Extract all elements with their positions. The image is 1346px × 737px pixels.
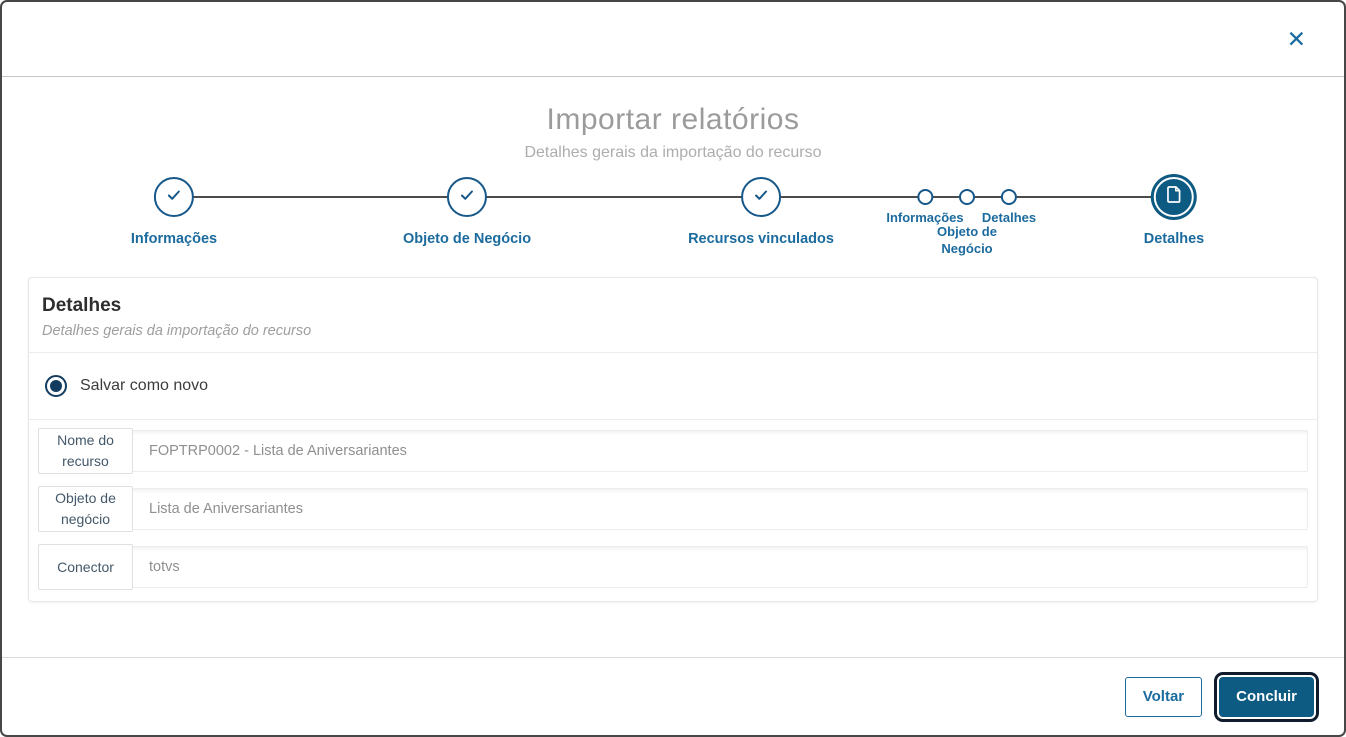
step-pending-circle xyxy=(917,189,933,205)
close-icon[interactable]: ✕ xyxy=(1286,25,1306,52)
step-sub-detalhes[interactable]: Detalhes xyxy=(982,189,1036,225)
step-pending-circle xyxy=(959,189,975,205)
panel-subtitle: Detalhes gerais da importação do recurso xyxy=(42,323,312,339)
step-label: Detalhes xyxy=(981,210,1037,225)
field-label: Objeto de negócio xyxy=(38,486,133,532)
step-active-circle xyxy=(1150,174,1197,220)
step-label: Detalhes xyxy=(1143,231,1205,247)
step-completed-circle xyxy=(153,177,194,217)
nome-do-recurso-input[interactable]: FOPTRP0002 - Lista de Aniversariantes xyxy=(38,430,1308,472)
dialog-footer: Voltar Concluir xyxy=(2,657,1344,735)
objeto-de-negocio-input[interactable]: Lista de Aniversariantes xyxy=(38,488,1308,530)
step-label: Objeto de Negócio xyxy=(402,231,532,247)
step-label: Informações xyxy=(886,210,964,225)
step-completed-circle xyxy=(740,177,781,217)
radio-selected-dot xyxy=(50,380,62,392)
voltar-button[interactable]: Voltar xyxy=(1124,676,1203,717)
conector-input[interactable]: totvs xyxy=(38,546,1308,588)
step-recursos-vinculados[interactable]: Recursos vinculados xyxy=(688,177,834,247)
field-label: Nome do recurso xyxy=(38,428,133,474)
field-row-nome-do-recurso: Nome do recurso FOPTRP0002 - Lista de An… xyxy=(38,428,1308,474)
step-pending-circle xyxy=(1000,189,1017,205)
dialog-body: Importar relatórios Detalhes gerais da i… xyxy=(2,77,1344,657)
save-mode-section: Salvar como novo xyxy=(29,353,1317,420)
stepper-connector-line xyxy=(174,196,1174,198)
wizard-stepper: Informações Objeto de Negócio Recursos v… xyxy=(2,173,1344,277)
step-completed-circle xyxy=(447,177,487,217)
step-sub-objeto-de-negocio[interactable]: Objeto de Negócio xyxy=(930,189,1004,258)
panel-title: Detalhes xyxy=(42,295,122,316)
step-label: Recursos vinculados xyxy=(688,231,834,247)
step-label: Informações xyxy=(130,231,218,247)
check-icon xyxy=(752,186,770,209)
step-sub-informacoes[interactable]: Informações xyxy=(886,189,964,225)
check-icon xyxy=(458,186,476,209)
radio-salvar-como-novo[interactable] xyxy=(45,375,67,397)
check-icon xyxy=(165,186,183,209)
step-detalhes-active[interactable]: Detalhes xyxy=(1144,174,1204,247)
details-panel-header: Detalhes Detalhes gerais da importação d… xyxy=(29,278,1317,353)
step-objeto-de-negocio[interactable]: Objeto de Negócio xyxy=(403,177,531,247)
details-panel: Detalhes Detalhes gerais da importação d… xyxy=(28,277,1318,602)
radio-label: Salvar como novo xyxy=(80,377,209,394)
concluir-button[interactable]: Concluir xyxy=(1219,676,1314,717)
page-subtitle: Detalhes gerais da importação do recurso xyxy=(524,144,822,161)
fields-section: Nome do recurso FOPTRP0002 - Lista de An… xyxy=(29,420,1317,590)
field-row-conector: Conector totvs xyxy=(38,544,1308,590)
step-informacoes[interactable]: Informações xyxy=(131,177,217,247)
field-label: Conector xyxy=(38,544,133,590)
active-circle-ring xyxy=(1153,177,1194,217)
field-row-objeto-de-negocio: Objeto de negócio Lista de Aniversariant… xyxy=(38,486,1308,532)
step-label: Objeto de Negócio xyxy=(937,224,997,256)
page-title: Importar relatórios xyxy=(546,103,800,136)
dialog-header: ✕ xyxy=(2,2,1344,77)
